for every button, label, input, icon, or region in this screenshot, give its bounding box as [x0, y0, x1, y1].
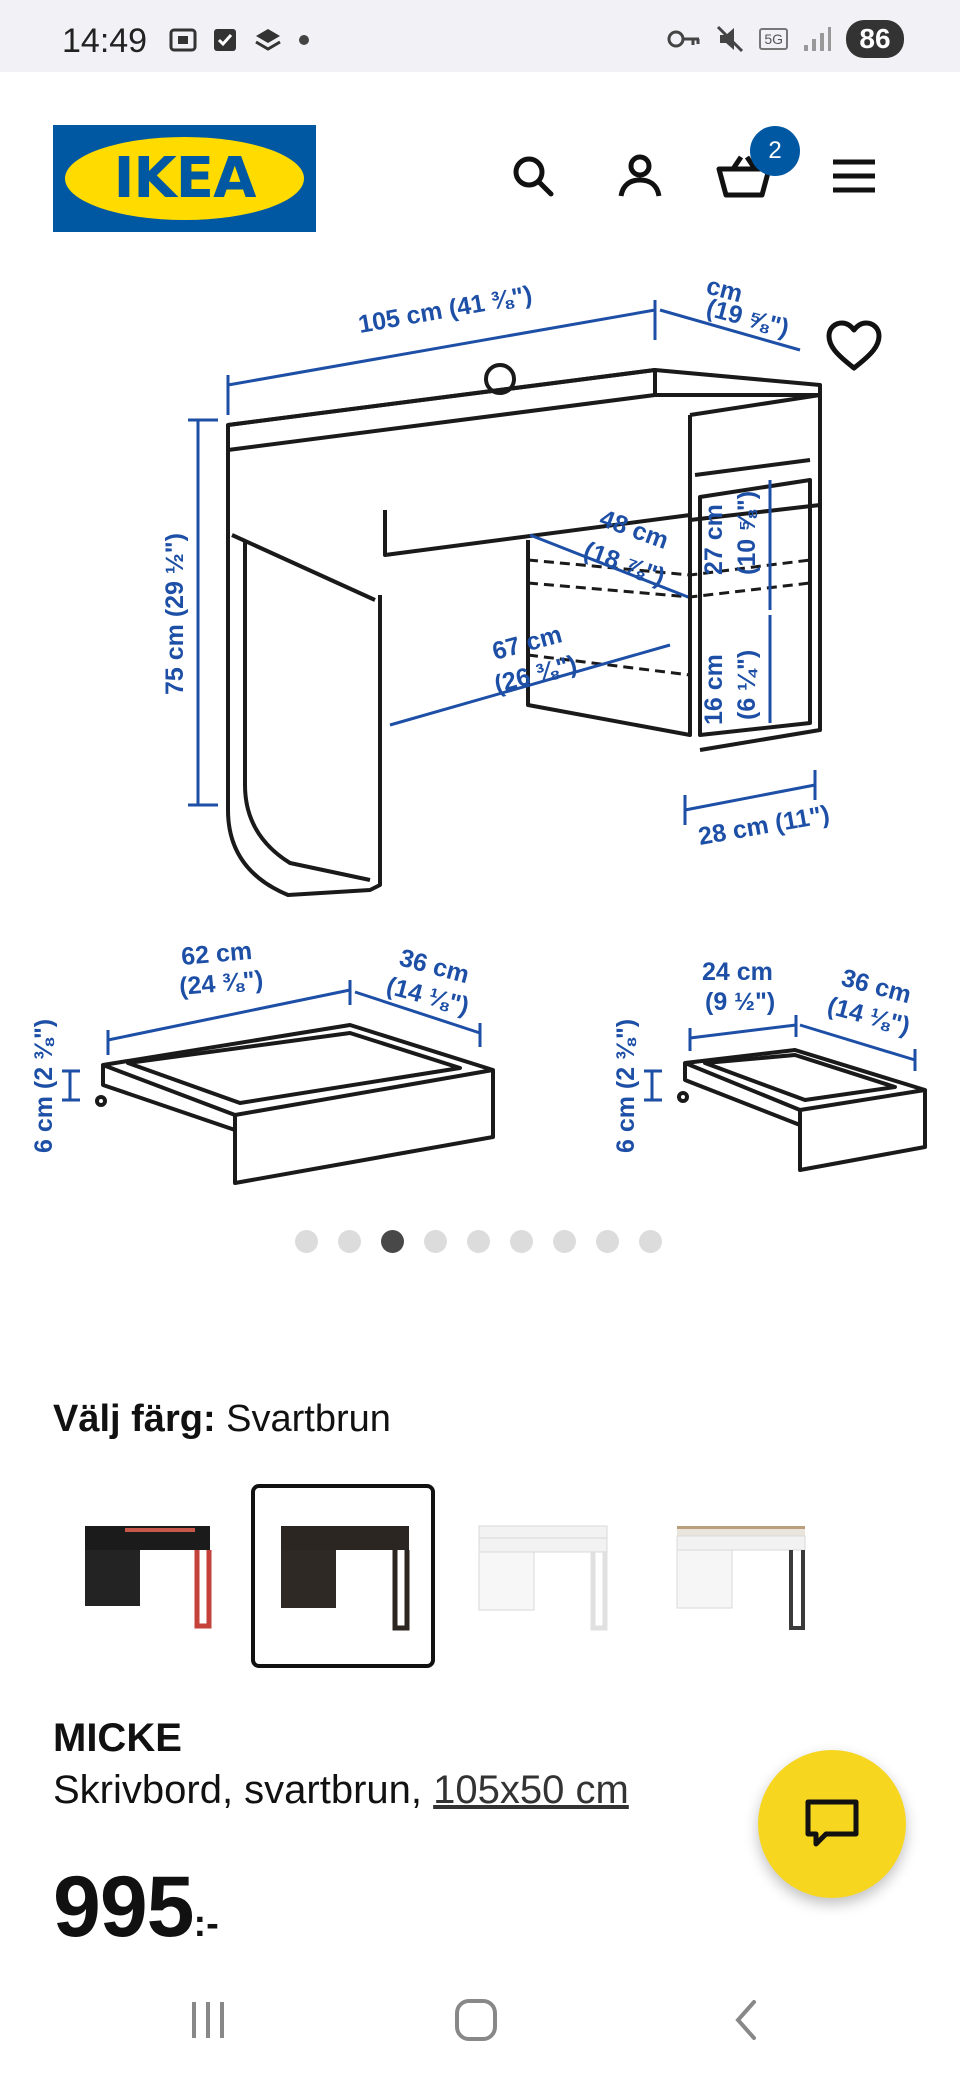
dim-shelf-27-1: 27 cm: [700, 504, 728, 575]
dim-drawer-s-width-1: 24 cm: [702, 958, 773, 986]
battery-indicator: 86: [846, 20, 904, 58]
cart-icon[interactable]: [716, 148, 772, 204]
dot-icon: [299, 35, 309, 45]
gallery-pagination: [295, 1230, 662, 1253]
status-bar: 14:49 5G 86: [0, 0, 960, 72]
color-select-label: Välj färg: Svartbrun: [53, 1398, 391, 1440]
dim-height: 75 cm (29 ½"): [161, 533, 189, 695]
signal-icon: [804, 27, 831, 51]
size-link[interactable]: 105x50 cm: [433, 1768, 629, 1812]
system-nav-bar: [0, 1960, 960, 2080]
dim-shelf-16-1: 16 cm: [700, 654, 728, 725]
home-icon[interactable]: [436, 1990, 516, 2050]
product-price: 995:-: [53, 1858, 219, 1957]
checkbox-icon: [214, 29, 236, 51]
swatch-white-oak[interactable]: [647, 1484, 831, 1668]
color-select-value: Svartbrun: [226, 1398, 391, 1440]
screenshot-icon: [169, 28, 197, 52]
dim-shelf-27-2: (10 ⅝"): [733, 491, 761, 575]
price-value: 995: [53, 1859, 194, 1955]
swatch-white[interactable]: [449, 1484, 633, 1668]
key-icon: [667, 30, 700, 48]
chat-icon: [805, 1799, 859, 1847]
favorite-heart-icon[interactable]: [826, 320, 882, 376]
dim-drawer-l-width-2: (24 ⅜"): [178, 966, 264, 1001]
price-suffix: :-: [193, 1903, 219, 1945]
logo-text: IKEA: [113, 146, 257, 211]
ikea-logo[interactable]: IKEA: [53, 125, 316, 232]
gallery-dot[interactable]: [596, 1230, 619, 1253]
color-swatches: [53, 1484, 831, 1668]
product-description: Skrivbord, svartbrun, 105x50 cm: [53, 1768, 629, 1812]
gallery-dot[interactable]: [424, 1230, 447, 1253]
status-time: 14:49: [62, 22, 148, 60]
gallery-dot[interactable]: [639, 1230, 662, 1253]
dim-width: 105 cm (41 ⅜"): [356, 281, 534, 339]
swatch-black-brown[interactable]: [251, 1484, 435, 1668]
cart-count-badge: 2: [750, 126, 800, 176]
layers-icon: [255, 29, 281, 51]
recent-apps-icon[interactable]: [168, 1990, 248, 2050]
mute-icon: [717, 25, 744, 53]
dim-drawer-s-height: 6 cm (2 ⅜"): [612, 1019, 640, 1153]
dim-drawer-l-width-1: 62 cm: [180, 937, 253, 971]
dim-drawer-l-height: 6 cm (2 ⅜"): [30, 1019, 58, 1153]
account-icon[interactable]: [612, 148, 668, 204]
gallery-dot[interactable]: [295, 1230, 318, 1253]
dimension-drawing: 105 cm (41 ⅜") cm (19 ⅝") 75 cm (29 ½") …: [30, 272, 927, 1185]
back-icon[interactable]: [706, 1990, 786, 2050]
swatch-black-red[interactable]: [53, 1484, 237, 1668]
dim-drawer-s-width-2: (9 ½"): [705, 988, 775, 1016]
gallery-dot[interactable]: [338, 1230, 361, 1253]
menu-icon[interactable]: [826, 148, 882, 204]
dim-shelf-16-2: (6 ¼"): [733, 650, 761, 720]
gallery-dot[interactable]: [467, 1230, 490, 1253]
gallery-dot[interactable]: [553, 1230, 576, 1253]
product-image-gallery[interactable]: 105 cm (41 ⅜") cm (19 ⅝") 75 cm (29 ½") …: [0, 265, 960, 1215]
network-badge: 5G: [759, 28, 788, 50]
product-name: MICKE: [53, 1716, 182, 1760]
search-icon[interactable]: [505, 148, 561, 204]
chat-button[interactable]: [758, 1750, 906, 1898]
gallery-dot[interactable]: [510, 1230, 533, 1253]
dim-cab-width: 28 cm (11"): [696, 800, 832, 851]
gallery-dot-active[interactable]: [381, 1230, 404, 1253]
